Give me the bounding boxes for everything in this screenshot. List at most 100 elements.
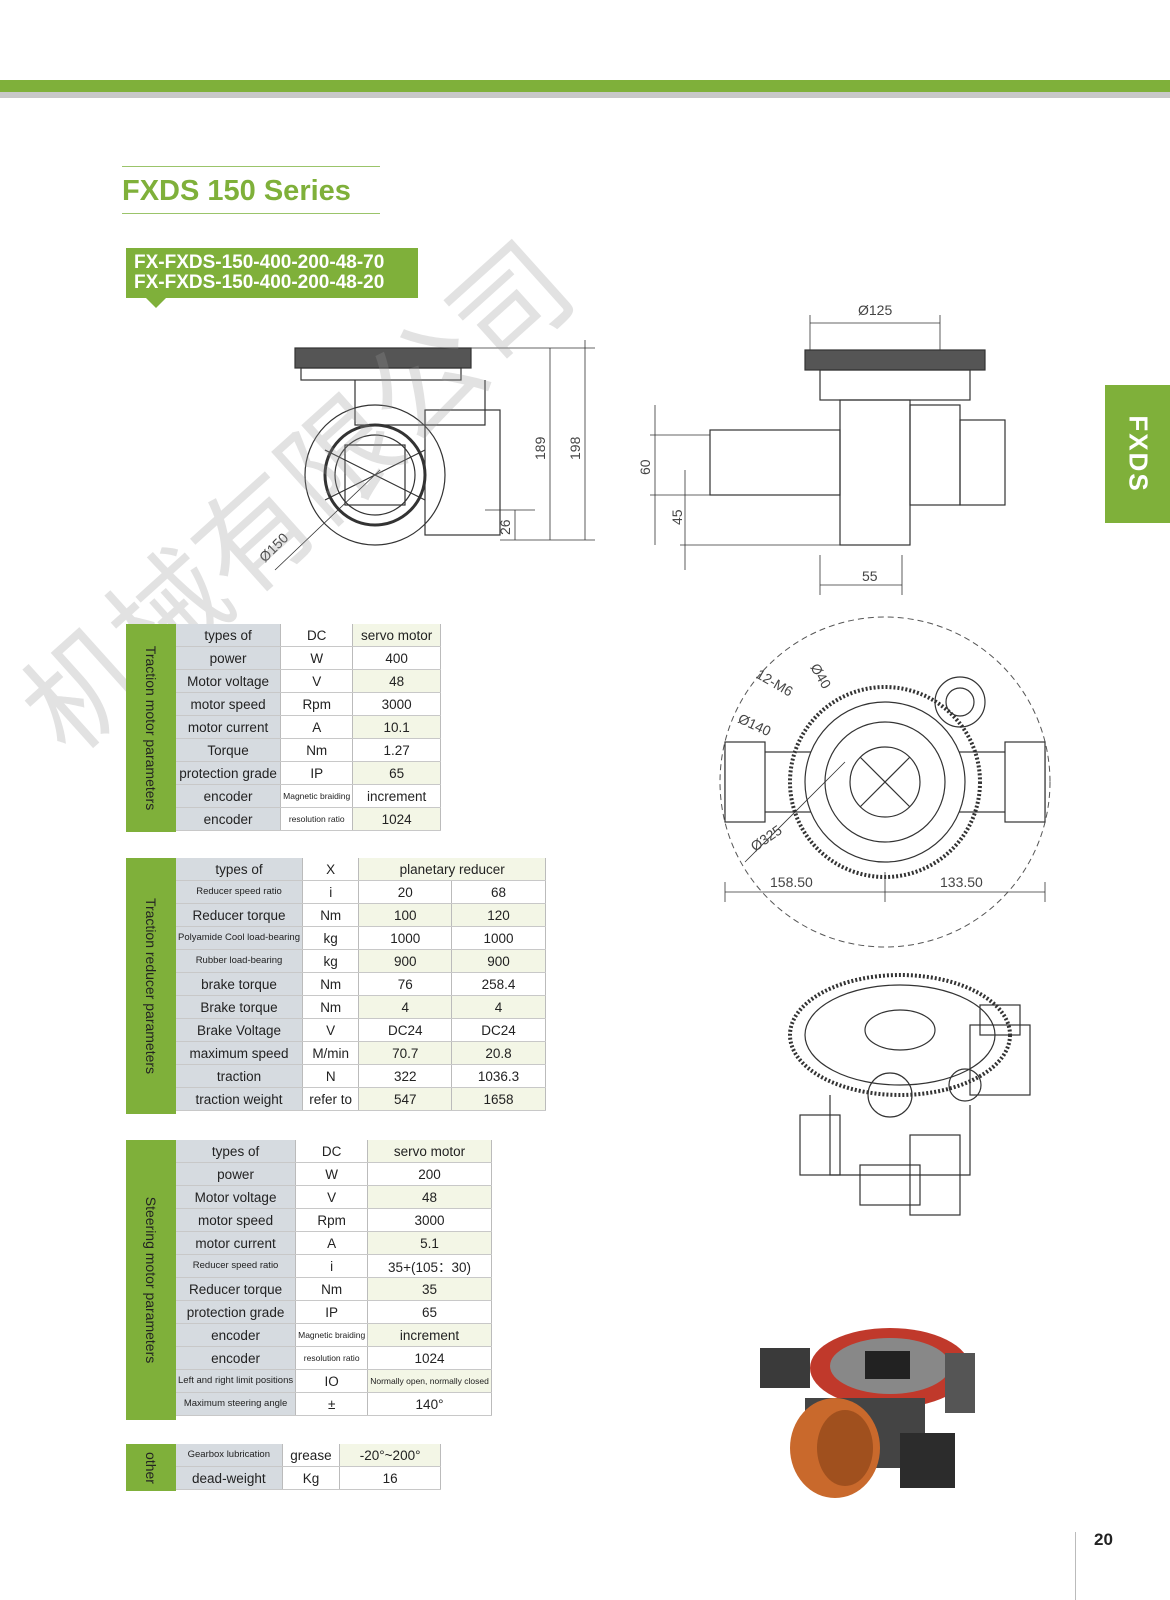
model-number-box: FX-FXDS-150-400-200-48-70 FX-FXDS-150-40… xyxy=(126,248,418,298)
param-value-2: 1658 xyxy=(451,1087,546,1111)
param-value-2: 20.8 xyxy=(451,1041,546,1065)
param-unit: Rpm xyxy=(280,692,354,716)
param-value-2: 1036.3 xyxy=(451,1064,546,1088)
model-number-2: FX-FXDS-150-400-200-48-20 xyxy=(134,272,385,293)
param-name: protection grade xyxy=(176,1300,296,1324)
param-unit: IP xyxy=(280,761,354,785)
dim-198: 198 xyxy=(567,436,583,460)
param-name: types of xyxy=(176,1140,296,1163)
steering-motor-label-bar: Steering motor parameters xyxy=(126,1140,176,1420)
dim-26: 26 xyxy=(497,519,513,535)
param-name: Torque xyxy=(176,738,281,762)
param-name: dead-weight xyxy=(176,1466,283,1490)
param-unit: X xyxy=(301,858,360,881)
param-unit: Magnetic braiding xyxy=(280,784,354,808)
param-unit: Nm xyxy=(301,995,360,1019)
param-name: traction xyxy=(176,1064,303,1088)
param-unit: Nm xyxy=(301,972,360,996)
param-value-1: 20 xyxy=(358,880,453,904)
param-name: Polyamide Cool load-bearing xyxy=(176,926,303,950)
param-value: 16 xyxy=(339,1466,441,1490)
param-unit: IO xyxy=(295,1369,369,1393)
param-value: 48 xyxy=(352,669,441,693)
dim-d325: Ø325 xyxy=(748,822,785,855)
header-gray-bar xyxy=(0,92,1170,98)
param-unit: W xyxy=(295,1162,369,1186)
param-value: 35+(105：30) xyxy=(367,1254,492,1278)
series-title-frame: FXDS 150 Series xyxy=(122,166,380,214)
param-unit: Magnetic braiding xyxy=(295,1323,369,1347)
param-name: Rubber load-bearing xyxy=(176,949,303,973)
model-number-1: FX-FXDS-150-400-200-48-70 xyxy=(134,252,385,273)
param-value: 35 xyxy=(367,1277,492,1301)
param-name: Brake Voltage xyxy=(176,1018,303,1042)
param-value-1: 100 xyxy=(358,903,453,927)
steering-motor-label: Steering motor parameters xyxy=(143,1196,159,1364)
param-unit: DC xyxy=(280,624,354,647)
param-value-2: 120 xyxy=(451,903,546,927)
param-value-1: 900 xyxy=(358,949,453,973)
dim-12-m6: 12-M6 xyxy=(754,666,797,700)
param-value: 200 xyxy=(367,1162,492,1186)
param-name: Gearbox lubrication xyxy=(176,1444,283,1467)
param-value-1: 70.7 xyxy=(358,1041,453,1065)
param-value: 65 xyxy=(367,1300,492,1324)
param-name: protection grade xyxy=(176,761,281,785)
param-name: power xyxy=(176,646,281,670)
param-value-1: 1000 xyxy=(358,926,453,950)
dim-d40: Ø40 xyxy=(807,661,834,692)
param-unit: Rpm xyxy=(295,1208,369,1232)
product-render xyxy=(760,1328,975,1498)
param-name: Motor voltage xyxy=(176,669,281,693)
param-name: Brake torque xyxy=(176,995,303,1019)
param-name: traction weight xyxy=(176,1087,303,1111)
param-value: 1024 xyxy=(367,1346,492,1370)
other-label-bar: other xyxy=(126,1444,176,1491)
param-unit: Nm xyxy=(280,738,354,762)
param-name: encoder xyxy=(176,807,281,831)
param-name: types of xyxy=(176,624,281,647)
param-unit: i xyxy=(301,880,360,904)
param-unit: A xyxy=(280,715,354,739)
param-name: maximum speed xyxy=(176,1041,303,1065)
param-unit: resolution ratio xyxy=(280,807,354,831)
param-value-1: planetary reducer xyxy=(358,858,546,881)
side-view-drawing: Ø150 189 198 26 xyxy=(256,340,595,571)
series-title: FXDS 150 Series xyxy=(122,175,351,207)
param-value: 48 xyxy=(367,1185,492,1209)
param-unit: IP xyxy=(295,1300,369,1324)
param-value-2: 4 xyxy=(451,995,546,1019)
isometric-drawing xyxy=(788,973,1031,1216)
param-value: 400 xyxy=(352,646,441,670)
param-unit: kg xyxy=(301,926,360,950)
param-unit: resolution ratio xyxy=(295,1346,369,1370)
dim-d140: Ø140 xyxy=(736,710,774,739)
param-value: increment xyxy=(367,1323,492,1347)
param-value-1: 322 xyxy=(358,1064,453,1088)
param-unit: W xyxy=(280,646,354,670)
page-number: 20 xyxy=(1094,1530,1113,1549)
param-unit: i xyxy=(295,1254,369,1278)
traction-motor-label-bar: Traction motor parameters xyxy=(126,624,176,832)
param-unit: Nm xyxy=(301,903,360,927)
